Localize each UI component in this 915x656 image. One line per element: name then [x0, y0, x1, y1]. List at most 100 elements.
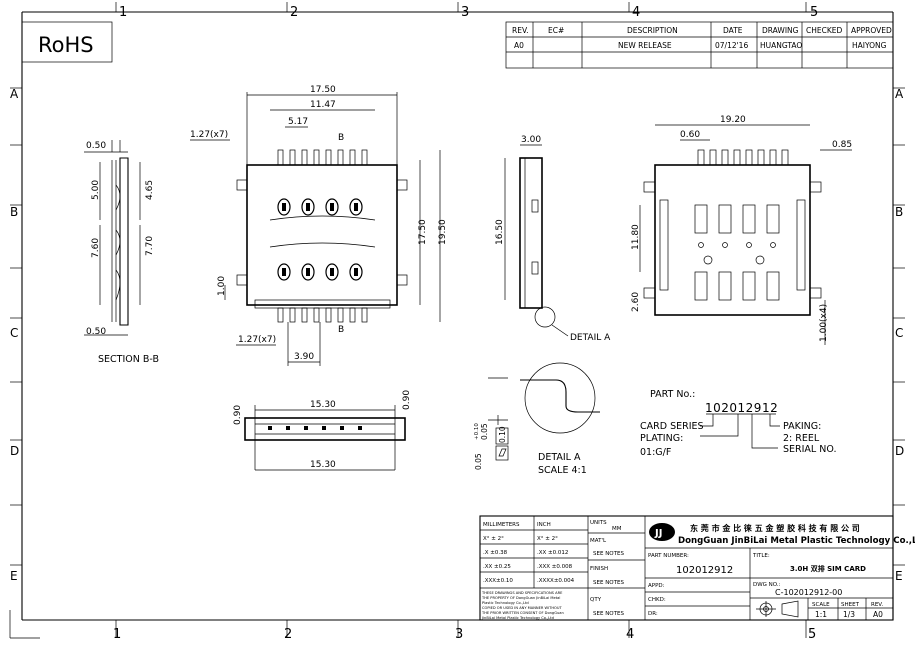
row-label: B — [10, 205, 18, 219]
rev-cell: A0 — [514, 41, 524, 50]
dim-label: 16.50 — [495, 219, 505, 245]
units-label: UNITS — [590, 520, 607, 526]
drawing-frame: 1 2 3 4 5 1 2 3 4 5 A B C D E A B C D E — [9, 2, 905, 642]
company-cn: 东 莞 市 金 比 徕 五 金 塑 胶 科 技 有 限 公 司 — [690, 523, 860, 533]
side-view: 16.50 3.00 DETAIL A — [495, 135, 611, 343]
top-holes — [277, 198, 363, 281]
part-number-label: PART NUMBER: — [648, 553, 689, 559]
revision-table: REV. EC# DESCRIPTION DATE DRAWING CHECKE… — [505, 21, 894, 69]
rev-header: EC# — [548, 26, 564, 35]
see-notes: SEE NOTES — [593, 580, 624, 586]
tol-header: MILLIMETERS — [483, 522, 520, 528]
pcb-view: 19.20 0.60 0.85 11.80 2.60 1.00(x4) — [631, 115, 852, 345]
note-line: THESE DRAWINGS AND SPECIFICATIONS ARE — [481, 591, 563, 595]
col-label: 5 — [808, 627, 816, 642]
col-label: 4 — [632, 5, 640, 20]
dim-label: 7.70 — [145, 236, 155, 256]
dim-label: 5.17 — [288, 117, 308, 127]
finish-label: FINISH — [590, 566, 608, 572]
section-caption: SECTION B-B — [98, 354, 159, 365]
tol-cell: .XX ±0.25 — [483, 564, 511, 570]
dim-label: 0.50 — [86, 141, 106, 151]
serial-label: SERIAL NO. — [783, 444, 836, 455]
tol-cell: .XXXX±0.004 — [537, 578, 575, 584]
col-label: 4 — [626, 627, 634, 642]
projection-symbol-icon — [756, 600, 799, 618]
note-line: JinBiLai Metal Plastic Technology Co.,Lt… — [481, 616, 554, 620]
rev-header: CHECKED — [806, 26, 843, 35]
dim-label: 0.90 — [233, 405, 243, 425]
dr-label: DR: — [648, 611, 658, 617]
rev-cell: NEW RELEASE — [618, 41, 672, 50]
dim-label: 19.50 — [438, 219, 448, 245]
row-label: E — [895, 569, 903, 583]
svg-text:RoHS: RoHS — [38, 33, 94, 57]
dim-label: 15.30 — [310, 400, 336, 410]
col-label: 3 — [461, 5, 469, 20]
dim-label: 1.27(x7) — [238, 335, 276, 345]
dim-label: 0.50 — [86, 327, 106, 337]
units-value: MM — [612, 526, 622, 532]
tol-cell: .XXX±0.10 — [483, 578, 513, 584]
row-label: B — [895, 205, 903, 219]
dim-label: 7.60 — [91, 238, 101, 258]
section-view: 0.50 0.50 5.00 4.65 7.60 7.70 SECTION B-… — [84, 140, 159, 365]
front-view: 15.30 15.30 0.90 0.90 — [233, 390, 412, 471]
top-view: 17.50 11.47 5.17 B 1.27(x7) 17.50 19.50 … — [190, 85, 448, 366]
dim-label: 1.00 — [217, 276, 227, 296]
row-label: A — [895, 87, 904, 101]
rev-header: APPROVED — [851, 26, 892, 35]
rohs-mark: RoHS — [21, 21, 113, 63]
tolerance-upper: +0.10 — [474, 423, 480, 440]
dim-label: 5.00 — [91, 180, 101, 200]
svg-text:JJ: JJ — [654, 528, 662, 539]
rev-header: REV. — [512, 26, 529, 35]
rev-header: DATE — [723, 26, 743, 35]
rev-cell: HAIYONG — [852, 41, 887, 50]
paking-label: PAKING: — [783, 421, 821, 432]
detail-a: 0.10 0.05 +0.10 0.05 DETAIL A SCALE 4:1 — [474, 362, 600, 476]
qty-label: QTY — [590, 597, 602, 603]
note-line: Plastic Technology Co.,Ltd — [482, 601, 529, 605]
row-label: C — [10, 326, 18, 340]
title-block: MILLIMETERS INCH X° ± 2° X° ± 2° .X ±0.3… — [479, 515, 915, 621]
see-notes: SEE NOTES — [593, 551, 624, 557]
rev-header: DESCRIPTION — [627, 26, 678, 35]
col-label: 3 — [455, 627, 463, 642]
row-label: C — [895, 326, 903, 340]
note-line: THE PROPERTY OF DongGuan JinBiLai Metal — [481, 596, 560, 600]
part-no-number: 102012912 — [705, 401, 778, 415]
title-label: TITLE: — [752, 553, 770, 559]
dim-label: 3.00 — [521, 135, 541, 145]
dim-label: 2.60 — [631, 292, 641, 312]
tol-cell: .X ±0.38 — [483, 550, 508, 556]
dim-label: 19.20 — [720, 115, 746, 125]
scale-value: 1:1 — [815, 610, 827, 619]
card-series-label: CARD SERIES — [640, 421, 704, 432]
dwg-label: DWG NO.: — [753, 582, 781, 588]
rev-cell: 07/12'16 — [715, 41, 748, 50]
rev-cell: HUANGTAO — [760, 41, 802, 50]
top-contacts — [277, 149, 368, 323]
chkd-label: CHKD: — [648, 597, 666, 603]
dim-label: 11.80 — [631, 224, 641, 250]
part-number-breakdown: PART No.: 102012912 CARD SERIES PLATING:… — [640, 389, 836, 458]
tol-cell: .XXX ±0.008 — [537, 564, 573, 570]
company-logo: JJ — [649, 523, 675, 541]
sheet-value: 1/3 — [843, 610, 855, 619]
row-label: A — [10, 87, 19, 101]
tol-cell: .XX ±0.012 — [537, 550, 568, 556]
rev-value: A0 — [873, 610, 883, 619]
title-value: 3.0H 双排 SIM CARD — [790, 564, 866, 573]
dim-label: B — [338, 133, 344, 143]
tol-cell: X° ± 2° — [537, 536, 558, 542]
company-en: DongGuan JinBiLai Metal Plastic Technolo… — [678, 536, 915, 546]
plating-label: PLATING: — [640, 433, 683, 444]
dim-label: 1.00(x4) — [819, 304, 829, 342]
appd-label: APPD: — [648, 583, 665, 589]
dim-label: 3.90 — [294, 352, 314, 362]
dim-label: 17.50 — [418, 219, 428, 245]
paking-value: 2: REEL — [783, 433, 820, 444]
